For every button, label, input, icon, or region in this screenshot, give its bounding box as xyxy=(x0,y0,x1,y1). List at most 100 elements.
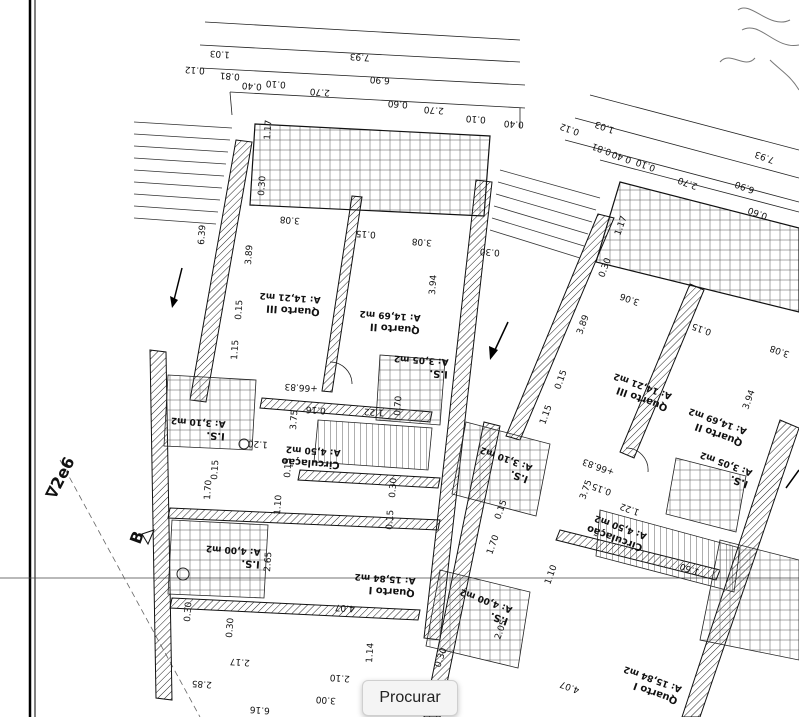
unit-b-door-swing xyxy=(625,447,649,473)
dimension-text: 2.10 xyxy=(329,672,350,683)
dimension-text: 4.07 xyxy=(335,602,356,613)
dimension-text: +66.83 xyxy=(284,381,318,393)
dimension-text: 6.90 xyxy=(369,74,390,85)
unit-b-arrow xyxy=(493,321,509,353)
unit-a-arrow-head xyxy=(170,296,178,308)
unit-b-adjacent-bath xyxy=(699,539,799,661)
unit-a-bathroom-3 xyxy=(167,519,269,599)
dimension-text: 2.70 xyxy=(677,174,700,190)
dimension-text: 0.10 xyxy=(465,113,486,124)
dimension-text: 0.30 xyxy=(479,246,500,257)
dimension-text: 3.94 xyxy=(428,274,439,295)
unit-a-arrow xyxy=(173,267,183,301)
dimension-text: 0.30 xyxy=(257,175,268,196)
dimension-text: 1.15 xyxy=(538,404,554,426)
dimension-text: 0.12 xyxy=(559,120,581,136)
dimension-text: 6.39 xyxy=(197,224,208,245)
unit-a-room-name: Quarto I xyxy=(368,584,415,598)
dimension-text: 3.08 xyxy=(279,214,300,225)
unit-a-room-name: Quarto II xyxy=(370,321,421,335)
dimension-text: 2.70 xyxy=(423,104,444,115)
dimension-text: 0.15 xyxy=(553,369,569,391)
unit-b-left-wall xyxy=(505,213,615,441)
dimension-text: 3.08 xyxy=(769,342,792,358)
dimension-text: 0.15 xyxy=(356,228,377,239)
unit-a-room-name: Quarto III xyxy=(266,302,320,317)
dimension-text: +66.83 xyxy=(581,456,616,477)
unit-a-top-dimensions xyxy=(199,21,526,128)
dimension-text: 1.14 xyxy=(365,642,376,663)
dimension-text: 3.75 xyxy=(289,410,300,431)
unit-a-room-area: A: 4,00 m2 xyxy=(206,543,261,557)
unit-a-door-swing xyxy=(329,361,353,385)
unit-a-lower-wall xyxy=(167,507,441,531)
unit-a-stair-wall xyxy=(297,469,441,489)
unit-a-washbasin xyxy=(238,438,250,450)
unit-b-left-steps xyxy=(489,169,601,259)
dimension-text: 0.70 xyxy=(393,395,404,416)
unit-b-plan: Quarto III A: 14,21 m2 Quarto II A: 14,6… xyxy=(423,94,799,717)
dimension-text: 3.00 xyxy=(315,694,336,705)
dimension-text: 1.22 xyxy=(364,406,385,417)
dimension-text: 2.65 xyxy=(263,552,274,573)
dimension-text: 1.15 xyxy=(230,340,241,361)
dimension-text: 6.16 xyxy=(249,704,270,715)
dimension-text: 0.30 xyxy=(225,617,236,638)
dimension-text: 0.15 xyxy=(385,510,396,531)
unit-a-left-wall xyxy=(189,139,253,403)
search-tooltip[interactable]: Procurar xyxy=(362,680,458,716)
dimension-text: 0.30 xyxy=(388,477,399,498)
dimension-text: 0.12 xyxy=(185,64,206,75)
unit-b-bathroom-2 xyxy=(451,421,551,517)
unit-a-bathroom-2 xyxy=(163,374,257,451)
dimension-text: 1.70 xyxy=(203,479,214,500)
dimension-text: 3.94 xyxy=(741,389,757,412)
unit-a-plan: Quarto III A: 14,21 m2 Quarto II A: 14,6… xyxy=(133,21,526,715)
dimension-text: 0.10 xyxy=(265,78,286,89)
unit-a-toilet xyxy=(176,567,190,581)
dimension-text: 1.03 xyxy=(594,118,616,134)
unit-a-room-name: Circulação xyxy=(281,455,340,470)
unit-a-room-name: I.S. xyxy=(241,557,260,569)
dimension-text: 0.40 xyxy=(503,118,524,129)
dimension-text: 3.89 xyxy=(575,314,591,337)
dimension-text: 3.08 xyxy=(411,236,432,247)
dimension-text: 0.15 xyxy=(234,300,245,321)
dimension-text: 2.70 xyxy=(309,86,330,97)
dimension-text: 1.03 xyxy=(210,48,231,59)
unit-b-bathroom-3 xyxy=(425,569,531,669)
unit-a-room-area: A: 14,69 m2 xyxy=(359,308,421,322)
dimension-text: 1.70 xyxy=(485,534,501,557)
dimension-text: 4.07 xyxy=(559,678,581,694)
dimension-text: 0.81 xyxy=(220,70,241,81)
unit-b-top-dimensions xyxy=(564,94,799,213)
unit-a-room-area: A: 3,05 m2 xyxy=(394,353,449,367)
dimension-text: 1.17 xyxy=(263,120,274,141)
dimension-text: 1.20 xyxy=(247,438,268,449)
unit-a-room-area: A: 3,10 m2 xyxy=(171,415,226,429)
dimension-text: 0.15 xyxy=(283,458,294,479)
dimension-text: 0.60 xyxy=(387,98,408,109)
unit-b-partition xyxy=(619,283,705,459)
unit-a-room-area: A: 14,21 m2 xyxy=(259,290,321,304)
dimension-text: 3.89 xyxy=(244,244,255,265)
dimension-text: 0.15 xyxy=(691,320,713,336)
unit-b-arrow-right xyxy=(785,469,799,489)
handwritten-annotation xyxy=(719,7,799,91)
dimension-text: 0.15 xyxy=(210,460,221,481)
unit-a-bottom-wall xyxy=(169,597,421,621)
unit-a-room-name: I.S. xyxy=(429,367,448,379)
dimension-text: 0.40 xyxy=(241,80,262,91)
dimension-text: 2.85 xyxy=(192,678,213,689)
dimension-text: 3.06 xyxy=(619,290,642,306)
unit-b-bathroom-1 xyxy=(665,457,747,533)
dimension-text: 7.93 xyxy=(754,148,776,164)
dimension-text: 0.81 xyxy=(591,140,613,156)
dimension-text: 1.22 xyxy=(619,500,641,516)
unit-a-bathroom-1 xyxy=(375,354,446,426)
unit-a-room-name: I.S. xyxy=(206,429,225,441)
unit-b-arrow-head xyxy=(489,346,498,360)
dimension-text: 1.10 xyxy=(543,564,559,587)
dimension-text: 6.90 xyxy=(734,178,757,194)
